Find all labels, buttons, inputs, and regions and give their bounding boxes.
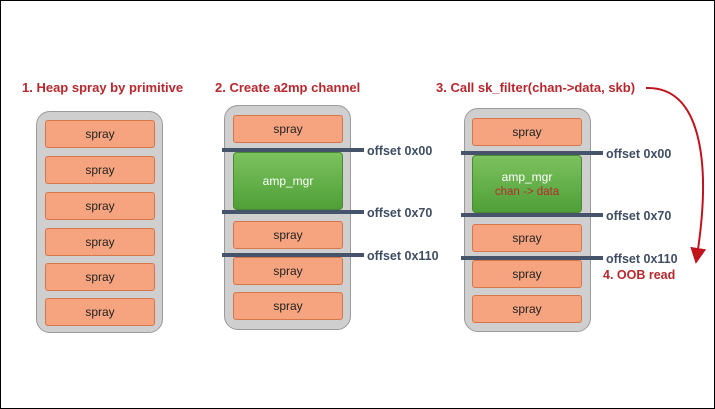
offset-line xyxy=(222,148,364,152)
chan-data-label: chan -> data xyxy=(494,186,560,198)
spray-block: spray xyxy=(233,257,343,285)
offset-label-0x00: offset 0x00 xyxy=(606,147,672,161)
offset-line xyxy=(222,210,364,214)
offset-label-0x00: offset 0x00 xyxy=(367,144,433,158)
spray-block: spray xyxy=(233,292,343,320)
offset-label-0x110: offset 0x110 xyxy=(606,252,678,266)
offset-line xyxy=(222,253,364,257)
spray-block: spray xyxy=(472,118,582,146)
step3-title: 3. Call sk_filter(chan->data, skb) xyxy=(436,80,636,95)
offset-line xyxy=(461,151,603,155)
oob-read-label: 4. OOB read xyxy=(603,268,676,282)
heap-stack-1 xyxy=(36,111,163,333)
amp-mgr-label: amp_mgr xyxy=(501,170,553,184)
offset-label-0x110: offset 0x110 xyxy=(367,249,439,263)
spray-block: spray xyxy=(45,228,155,256)
spray-block: spray xyxy=(45,156,155,184)
amp-mgr-label: amp_mgr xyxy=(262,174,314,188)
step1-title: 1. Heap spray by primitive xyxy=(22,80,184,95)
spray-block: spray xyxy=(233,221,343,249)
spray-block: spray xyxy=(45,263,155,291)
spray-block: spray xyxy=(472,295,582,323)
offset-label-0x70: offset 0x70 xyxy=(606,209,672,223)
amp-mgr-block: amp_mgr chan -> data xyxy=(472,155,582,213)
offset-line xyxy=(461,256,603,260)
step2-title: 2. Create a2mp channel xyxy=(215,80,361,95)
amp-mgr-block: amp_mgr xyxy=(233,152,343,210)
offset-line xyxy=(461,213,603,217)
spray-block: spray xyxy=(472,224,582,252)
spray-block: spray xyxy=(45,120,155,148)
spray-block: spray xyxy=(45,298,155,326)
offset-label-0x70: offset 0x70 xyxy=(367,206,433,220)
spray-block: spray xyxy=(472,260,582,288)
spray-block: spray xyxy=(45,192,155,220)
spray-block: spray xyxy=(233,115,343,143)
